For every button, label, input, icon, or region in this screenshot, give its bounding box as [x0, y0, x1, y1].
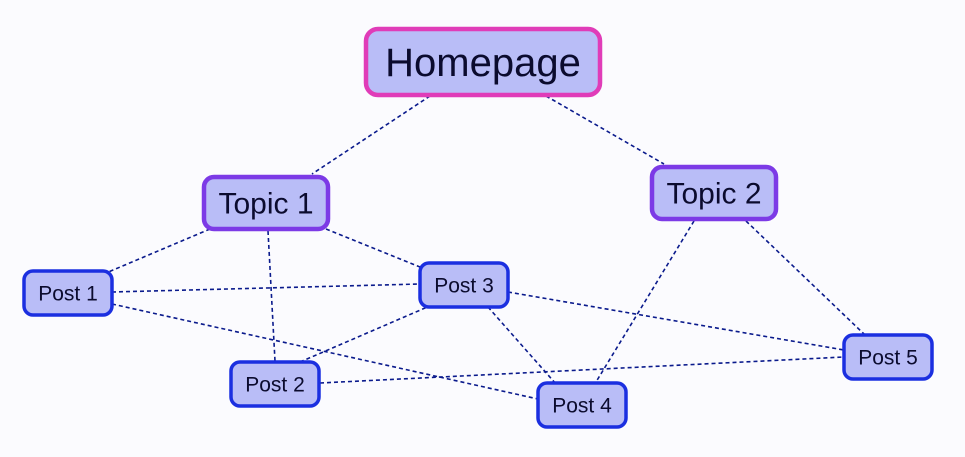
node-post5: Post 5: [842, 333, 934, 381]
node-box-post5: [842, 333, 934, 381]
node-label-post1: Post 1: [38, 283, 98, 306]
node-post3: Post 3: [418, 261, 510, 309]
node-label-post5: Post 5: [858, 347, 918, 370]
node-post2: Post 2: [229, 360, 321, 408]
node-homepage: Homepage: [363, 26, 603, 98]
node-topic2: Topic 2: [649, 164, 779, 222]
node-label-topic1: Topic 1: [218, 188, 313, 221]
node-label-post2: Post 2: [245, 374, 305, 397]
edge-topic1-post2: [267, 230, 276, 362]
edge-post2-post5: [319, 356, 845, 384]
node-post4: Post 4: [536, 381, 628, 429]
edge-post3-post5: [507, 291, 845, 351]
node-label-topic2: Topic 2: [666, 178, 761, 211]
node-label-homepage: Homepage: [385, 41, 581, 85]
edge-post1-post4: [111, 303, 539, 400]
node-topic1: Topic 1: [201, 174, 331, 232]
edge-topic1-post1: [105, 228, 211, 274]
edge-topic2-post4: [595, 220, 695, 383]
edge-post3-post4: [487, 306, 557, 385]
edge-homepage-topic2: [545, 95, 665, 165]
node-post1: Post 1: [22, 269, 114, 317]
edge-post1-post3: [111, 283, 421, 293]
node-label-post4: Post 4: [552, 395, 612, 418]
node-box-topic2: [649, 164, 779, 222]
node-box-post2: [229, 360, 321, 408]
node-box-homepage: [363, 26, 603, 98]
node-box-post3: [418, 261, 510, 309]
edge-topic1-post3: [325, 228, 421, 268]
node-box-post1: [22, 269, 114, 317]
edge-topic2-post5: [745, 220, 865, 335]
node-box-post4: [536, 381, 628, 429]
edge-post2-post3: [299, 304, 433, 363]
edges-layer: [105, 95, 865, 400]
edge-homepage-topic1: [311, 95, 431, 175]
node-label-post3: Post 3: [434, 275, 494, 298]
node-box-topic1: [201, 174, 331, 232]
